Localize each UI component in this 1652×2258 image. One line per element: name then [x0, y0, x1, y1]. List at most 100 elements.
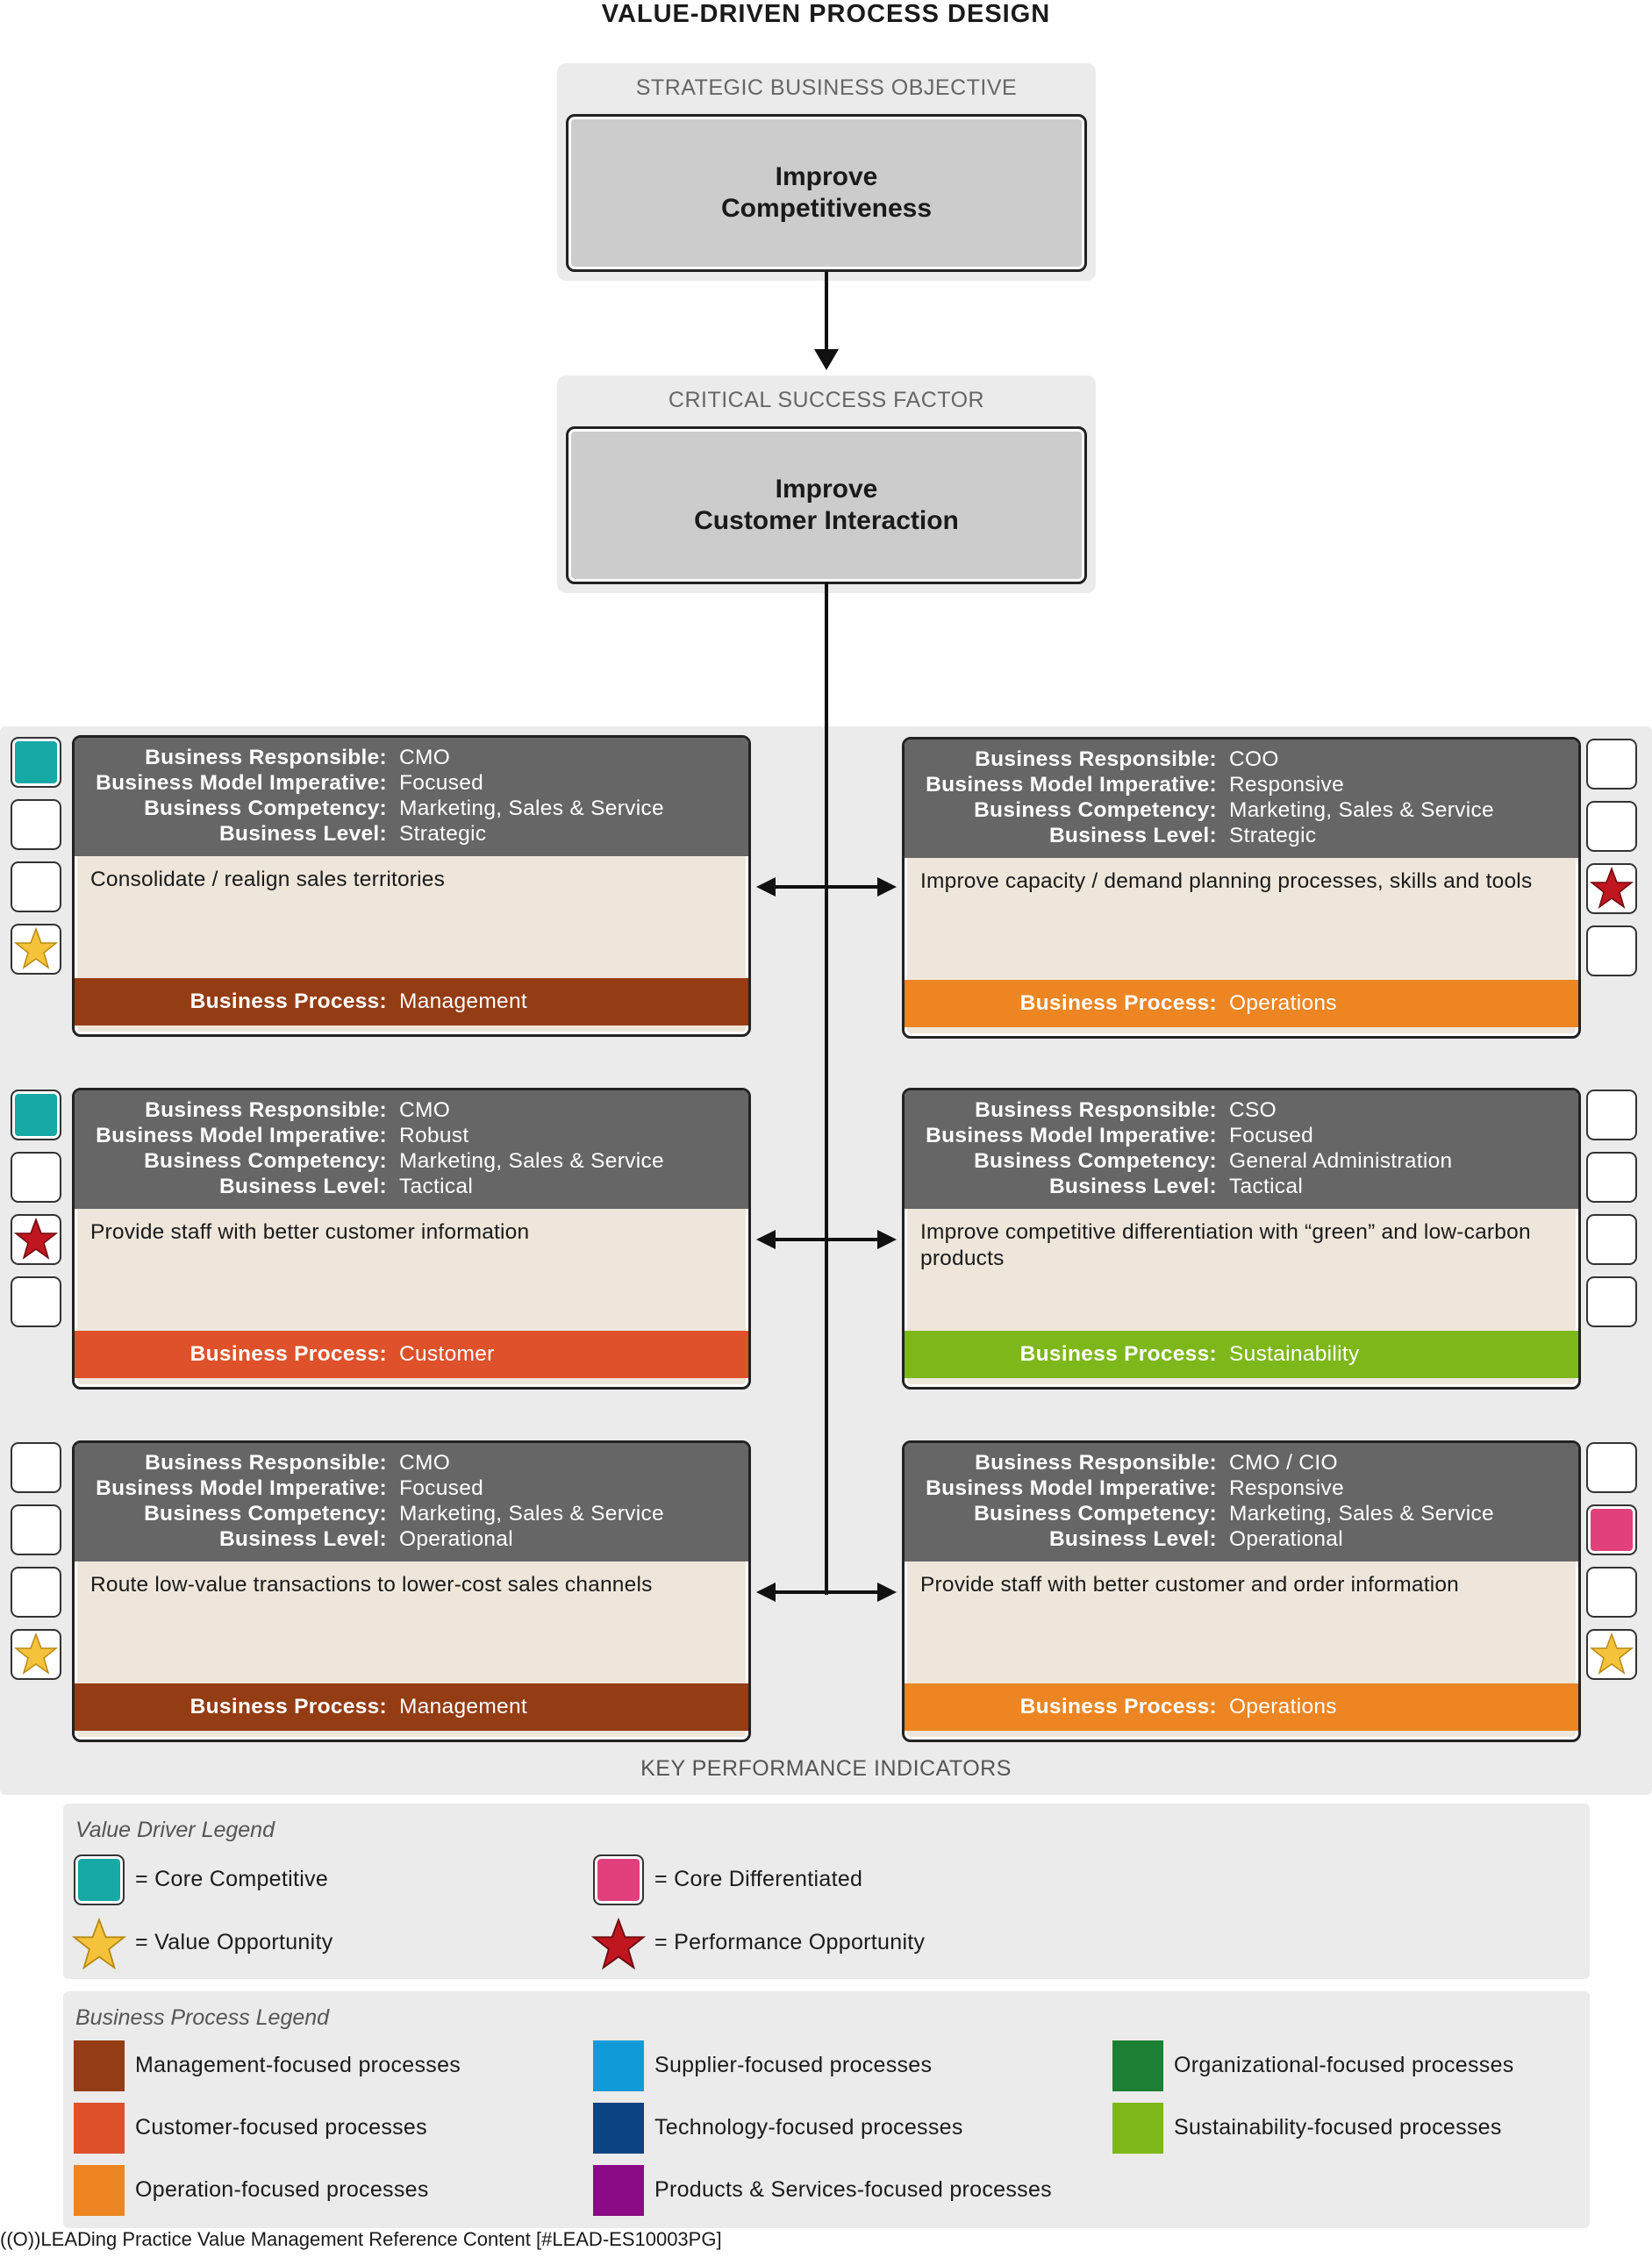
process-legend-label: Organizational-focused processes	[1174, 2053, 1514, 2077]
attr-value-level: Operational	[1229, 1527, 1343, 1551]
attr-label: Business Level:	[218, 822, 387, 846]
legend-label-value-opportunity: = Value Opportunity	[135, 1930, 333, 1954]
kpi-caption: KEY PERFORMANCE INDICATORS	[640, 1756, 1012, 1781]
legend-label-core-competitive: = Core Competitive	[135, 1867, 329, 1891]
empty-indicator[interactable]	[1586, 1090, 1637, 1140]
empty-indicator[interactable]	[11, 1567, 61, 1618]
empty-indicator[interactable]	[11, 861, 61, 912]
attr-value-responsible: CSO	[1229, 1098, 1277, 1122]
value-opportunity-star-icon[interactable]	[11, 1629, 61, 1680]
empty-indicator[interactable]	[1586, 1214, 1637, 1265]
attr-value-competency: Marketing, Sales & Service	[399, 1149, 664, 1173]
card-process-bar: Business Process: Operations	[905, 980, 1578, 1027]
objective-panel: STRATEGIC BUSINESS OBJECTIVE Improve Com…	[557, 63, 1096, 281]
attr-row-imperative: Business Model Imperative:Robust	[75, 1123, 748, 1148]
process-value: Operations	[1229, 1695, 1337, 1719]
connector-line	[825, 272, 828, 356]
process-value: Sustainability	[1229, 1342, 1360, 1366]
attr-value-level: Strategic	[399, 822, 487, 846]
value-driver-legend-title: Value Driver Legend	[75, 1818, 275, 1842]
process-label: Business Process:	[190, 1695, 387, 1719]
attr-row-level: Business Level: Strategic	[75, 821, 748, 847]
empty-indicator[interactable]	[1586, 1567, 1637, 1618]
card-description: Consolidate / realign sales territories	[90, 868, 446, 891]
attr-row-imperative: Business Model Imperative: Focused	[905, 1123, 1578, 1148]
empty-indicator[interactable]	[11, 1276, 61, 1327]
process-color-swatch	[74, 2103, 125, 2154]
attr-label: Business Model Imperative:	[926, 773, 1217, 797]
legend-label-core-differentiated: = Core Differentiated	[654, 1867, 863, 1891]
value-opportunity-star-icon[interactable]	[1586, 1629, 1637, 1680]
attr-label: Business Model Imperative:	[96, 1476, 387, 1500]
card-process-bar: Business Process: Operations	[905, 1683, 1578, 1731]
attr-label: Business Level:	[218, 1175, 387, 1198]
card-process-bar: Business Process:Customer	[75, 1331, 748, 1378]
core-differentiated-indicator[interactable]	[1586, 1504, 1637, 1555]
attr-value-imperative: Focused	[1229, 1124, 1314, 1147]
attr-row-level: Business Level:Tactical	[905, 1174, 1578, 1199]
process-color-swatch	[593, 2040, 644, 2091]
empty-indicator[interactable]	[11, 1442, 61, 1493]
attr-label: Business Responsible:	[145, 1451, 387, 1475]
empty-indicator[interactable]	[1586, 801, 1637, 852]
business-process-legend: Business Process Legend Management-focus…	[63, 1991, 1590, 2228]
attr-label: Business Model Imperative:	[926, 1476, 1217, 1500]
empty-indicator[interactable]	[1586, 1442, 1637, 1493]
attr-row-responsible: Business Responsible:CMO	[75, 1097, 748, 1123]
empty-indicator[interactable]	[1586, 1152, 1637, 1203]
core-competitive-indicator[interactable]	[11, 737, 61, 788]
arrow-down-icon	[814, 349, 839, 370]
value-opportunity-star-icon	[72, 1918, 126, 1970]
attr-value-imperative: Responsive	[1229, 1476, 1345, 1500]
process-label: Business Process:	[190, 1342, 387, 1366]
process-label: Business Process:	[1019, 991, 1217, 1015]
card-description: Provide staff with better customer infor…	[90, 1220, 530, 1244]
empty-indicator[interactable]	[1586, 739, 1637, 790]
performance-opportunity-star-icon[interactable]	[1586, 863, 1637, 914]
objective-caption: STRATEGIC BUSINESS OBJECTIVE	[635, 75, 1018, 100]
empty-indicator[interactable]	[11, 799, 61, 850]
process-label: Business Process:	[1019, 1695, 1217, 1719]
attr-value-level: Tactical	[399, 1175, 474, 1198]
attr-row-competency: Business Competency:Marketing, Sales & S…	[75, 796, 748, 821]
attr-value-competency: General Administration	[1229, 1149, 1453, 1173]
empty-indicator[interactable]	[11, 1504, 61, 1555]
attr-row-competency: Business Competency:General Administrati…	[905, 1148, 1578, 1174]
process-label: Business Process:	[190, 990, 387, 1013]
process-legend-label: Sustainability-focused processes	[1174, 2115, 1502, 2140]
process-legend-label: Customer-focused processes	[135, 2115, 427, 2140]
performance-opportunity-star-icon[interactable]	[11, 1214, 61, 1265]
empty-indicator[interactable]	[1586, 925, 1637, 976]
attr-label: Business Responsible:	[145, 746, 387, 769]
empty-indicator[interactable]	[11, 1152, 61, 1203]
attr-label: Business Responsible:	[975, 747, 1217, 771]
process-color-swatch	[1112, 2103, 1163, 2154]
attr-label: Business Model Imperative:	[96, 1124, 387, 1147]
process-color-swatch	[74, 2040, 125, 2091]
process-value: Operations	[1229, 991, 1337, 1015]
card-description: Improve competitive differentiation with…	[920, 1220, 1531, 1270]
attr-label: Business Model Imperative:	[926, 1124, 1217, 1147]
value-driver-legend: Value Driver Legend = Core Competitive =…	[63, 1804, 1590, 1979]
core-competitive-indicator[interactable]	[11, 1090, 61, 1140]
empty-indicator[interactable]	[1586, 1276, 1637, 1327]
csf-box[interactable]: Improve Customer Interaction	[566, 426, 1087, 584]
double-arrow-row3	[756, 1583, 897, 1602]
value-opportunity-star-icon[interactable]	[11, 924, 61, 975]
objective-box[interactable]: Improve Competitiveness	[566, 114, 1087, 272]
process-value: Management	[399, 1695, 528, 1719]
process-color-swatch	[1112, 2040, 1163, 2091]
process-color-swatch	[74, 2165, 125, 2216]
card-process-bar: Business Process:Management	[75, 978, 748, 1025]
attr-row-level: Business Level:Operational	[905, 1526, 1578, 1552]
